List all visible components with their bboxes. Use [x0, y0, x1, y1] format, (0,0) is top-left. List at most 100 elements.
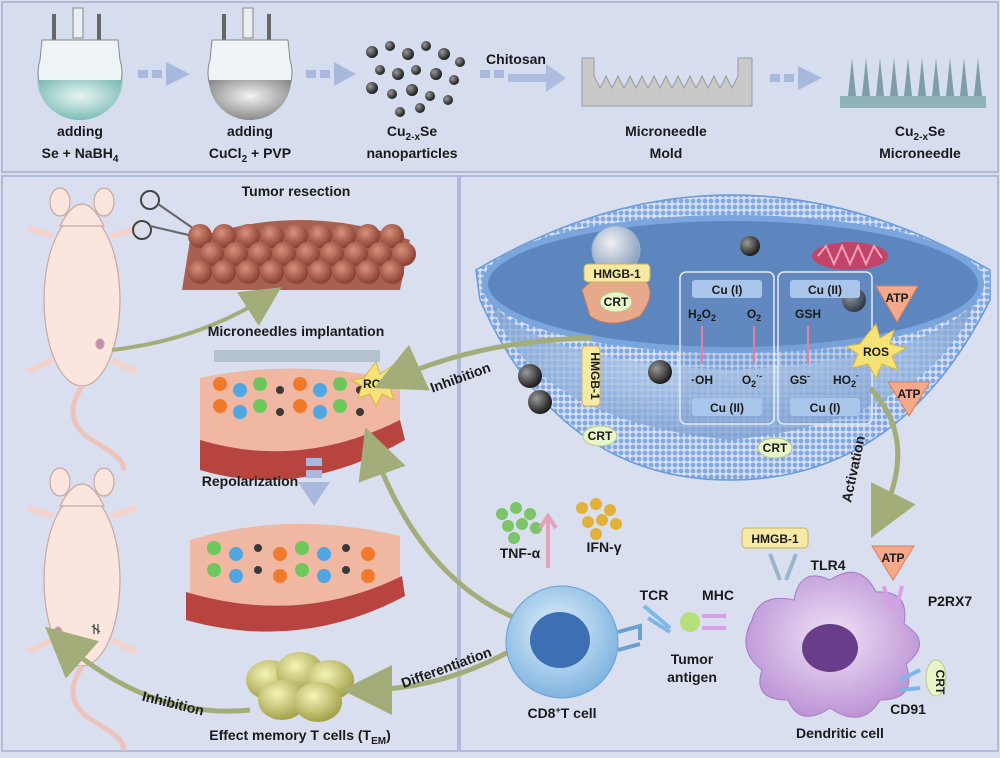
svg-text:CRT: CRT: [604, 295, 629, 309]
repolarization-label: Repolarization: [202, 473, 298, 489]
crt-tag-a: CRT: [599, 291, 633, 313]
tumor-cell: [248, 242, 272, 266]
atp-tag-a: ATP: [875, 285, 919, 323]
superoxide-label: O2·-: [742, 371, 762, 389]
svg-text:ATP: ATP: [885, 291, 908, 305]
svg-text:ATP: ATP: [897, 387, 920, 401]
tumor-cell: [332, 224, 356, 248]
flask-2-icon: [207, 7, 293, 120]
implanted-cell: [213, 399, 227, 413]
chitosan-label: Chitosan: [486, 51, 546, 67]
microneedle-patch-icon: [840, 58, 986, 108]
tlr4-receptor-icon: [768, 553, 798, 581]
p2rx7-label: P2RX7: [928, 593, 973, 609]
implanted-cell: [293, 399, 307, 413]
repolarized-cell: [207, 541, 221, 555]
crt-tag-c: CRT: [757, 437, 793, 459]
hmgb1-tag-a: HMGB-1: [583, 263, 651, 283]
tem-label: Effect memory T cells (TEM): [209, 727, 391, 747]
implanted-cell: [253, 399, 267, 413]
tcr-label: TCR: [640, 587, 669, 603]
h2o2-label: H2O2: [688, 307, 716, 323]
reaction-box-left: [679, 271, 775, 425]
tumor-cell: [284, 260, 308, 284]
tcr-receptor-icon: [642, 604, 672, 634]
tcell-to-tissue-arrow: [358, 427, 521, 623]
svg-text:HMGB-1: HMGB-1: [593, 267, 641, 281]
tumor-cell: [320, 242, 344, 266]
tumor-cell: [356, 224, 380, 248]
tumor-cell: [236, 224, 260, 248]
cu2-pill-left: [692, 398, 762, 416]
implanted-cell: [333, 399, 347, 413]
step2-line2: CuCl2 + PVP: [209, 145, 291, 165]
cd8-label: CD8+T cell: [527, 705, 596, 721]
tumor-cell: [236, 260, 260, 284]
cu1-label-left: Cu (I): [712, 283, 743, 297]
tumor-cell: [356, 260, 380, 284]
tumor-antigen-label-1: Tumor: [671, 651, 714, 667]
svg-text:CRT: CRT: [763, 441, 788, 455]
svg-text:HMGB-1: HMGB-1: [588, 352, 602, 400]
mitochondrion-icon: [812, 242, 888, 270]
repolarized-cell: [207, 563, 221, 577]
tumor-resection-label: Tumor resection: [242, 183, 351, 199]
implanted-cell: [233, 383, 247, 397]
implanted-cell: [333, 377, 347, 391]
ifn-cluster-icon: [576, 498, 622, 540]
cd91-receptor-icon: [899, 668, 921, 692]
repolarized-cell: [229, 547, 243, 561]
repolarized-cell: [295, 563, 309, 577]
tumor-cell: [368, 242, 392, 266]
tumor-cell: [308, 260, 332, 284]
step5-line2: Microneedle: [879, 145, 961, 161]
synthesis-arrows: [138, 62, 822, 92]
implanted-cells: [213, 377, 364, 419]
tumor-cell: [380, 224, 404, 248]
svg-text:ROS: ROS: [863, 345, 889, 359]
microneedle-mold-icon: [581, 57, 753, 107]
implanted-cell: [313, 405, 327, 419]
synthesis-panel: [1, 1, 999, 173]
repolarized-cell: [361, 569, 375, 583]
step3-line2: nanoparticles: [366, 145, 457, 161]
p2rx7-receptor-icon: [882, 585, 904, 611]
nanoparticles-icon: [366, 41, 465, 117]
cu2-label-left: Cu (II): [710, 401, 744, 415]
tnf-cluster-icon: [496, 502, 542, 544]
microneedles-implantation-label: Microneedles implantation: [208, 323, 385, 339]
implanted-cell: [313, 383, 327, 397]
cu2-pill-right: [790, 280, 860, 298]
cd91-label: CD91: [890, 701, 926, 717]
tumor-cell: [296, 242, 320, 266]
step2-line1: adding: [227, 123, 273, 139]
ros-label-left: ROS: [363, 377, 389, 391]
svg-text:CRT: CRT: [933, 670, 947, 695]
repolarized-cell: [273, 547, 287, 561]
atp-tag-b: ATP: [887, 381, 931, 417]
tumor-cell: [260, 260, 284, 284]
step3-line1: Cu2-xSe: [387, 123, 437, 143]
cu1-pill-left: [692, 280, 762, 298]
repolarized-cell: [273, 569, 287, 583]
tumor-cell: [344, 242, 368, 266]
tumor-cell: [332, 260, 356, 284]
step1-line1: adding: [57, 123, 103, 139]
repolarized-cells: [207, 541, 375, 583]
implanted-cell: [213, 377, 227, 391]
tumor-antigen-icon: [680, 612, 700, 632]
repolarized-cell: [342, 566, 350, 574]
repolarized-cell: [317, 569, 331, 583]
implanted-cell: [233, 405, 247, 419]
ros-burst-cell: ROS: [844, 322, 908, 380]
tumor-cell: [224, 242, 248, 266]
mouse-top-icon: [26, 187, 138, 472]
tumor-cell: [212, 224, 236, 248]
cu1-pill-right: [790, 398, 860, 416]
oh-radical-label: ·OH: [691, 373, 713, 387]
tem-cells-icon: [246, 652, 354, 722]
secretion-arrow: [538, 512, 558, 568]
tnf-label: TNF-α: [500, 545, 541, 561]
tumor-cell: [188, 260, 212, 284]
